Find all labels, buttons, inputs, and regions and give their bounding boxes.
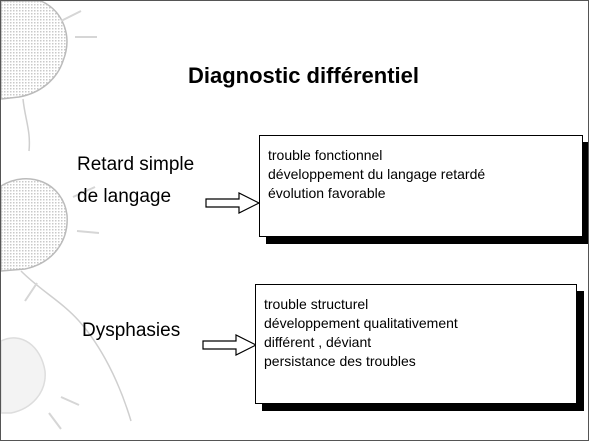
- box-line: persistance des troubles: [264, 353, 416, 369]
- box-line: évolution favorable: [268, 185, 386, 201]
- dysphasies-box: trouble structurel développement qualita…: [255, 284, 577, 404]
- dysphasies-label: Dysphasies: [82, 320, 181, 341]
- retard-simple-box: trouble fonctionnel développement du lan…: [259, 135, 583, 237]
- arrow-right-icon: [202, 334, 258, 356]
- box-line: trouble structurel: [264, 296, 369, 312]
- balloon-decoration: [1, 1, 132, 430]
- box-line: différent , déviant: [264, 334, 372, 350]
- label-line: de langage: [77, 186, 172, 207]
- retard-simple-label: Retard simple de langage: [77, 149, 194, 213]
- box-line: développement du langage retardé: [268, 166, 486, 182]
- box-line: développement qualitativement: [264, 315, 458, 331]
- label-line: Retard simple: [77, 154, 195, 175]
- arrow-right-icon: [205, 192, 261, 214]
- box-line: trouble fonctionnel: [268, 147, 383, 163]
- slide-title: Diagnostic différentiel: [187, 63, 420, 88]
